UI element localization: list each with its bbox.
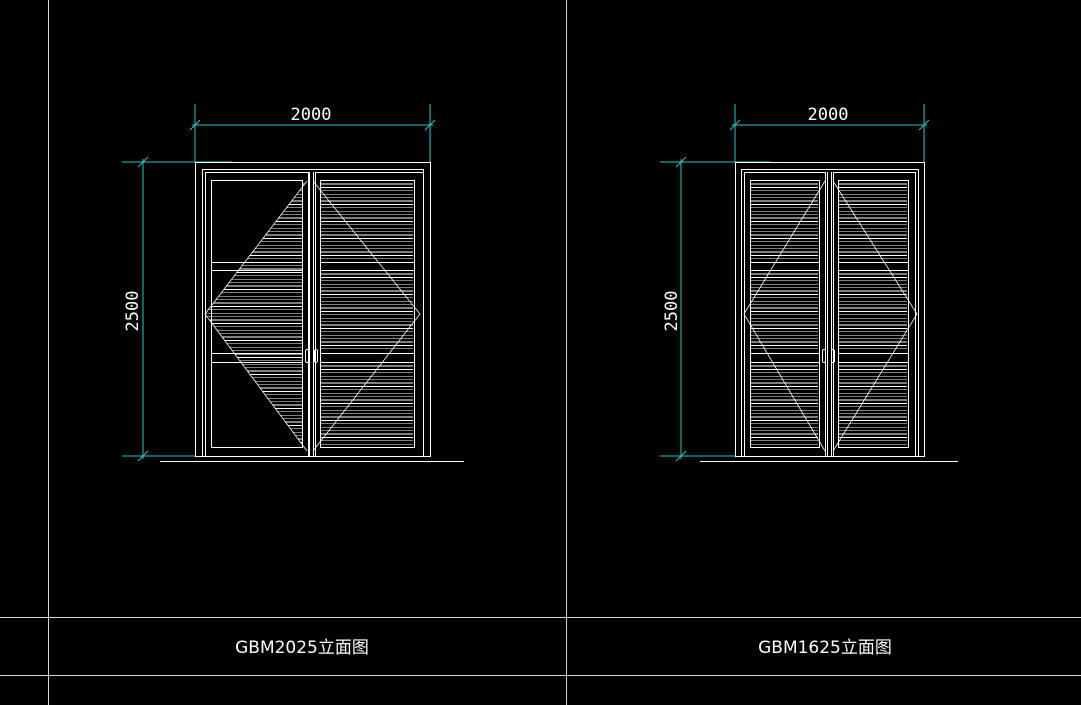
height-dimension-text: 2500 xyxy=(123,291,143,332)
door-handles xyxy=(822,349,835,363)
louver-slats xyxy=(839,183,907,445)
drawing-caption-gbm1625: GBM1625立面图 xyxy=(758,638,892,658)
height-dimension: 2500 xyxy=(660,156,770,462)
inner-door-frame xyxy=(741,169,919,457)
right-louver-leaf xyxy=(833,172,916,457)
width-dimension-text: 2000 xyxy=(808,105,849,125)
left-louver-leaf xyxy=(744,172,826,457)
louver-slats-overlay xyxy=(205,183,305,447)
louver-slats xyxy=(751,183,818,445)
louver-slats xyxy=(321,183,413,445)
height-dimension: 2500 xyxy=(122,156,232,462)
left-glass-leaf xyxy=(205,172,309,457)
outer-door-frame xyxy=(735,162,925,457)
height-dimension-text: 2500 xyxy=(662,291,682,332)
elevation-gbm1625: 2000 2500 xyxy=(660,104,958,462)
width-dimension: 2000 xyxy=(189,104,436,162)
width-dimension-text: 2000 xyxy=(291,105,332,125)
door-handles xyxy=(305,349,318,363)
right-louver-leaf xyxy=(315,172,424,457)
drawing-caption-gbm2025: GBM2025立面图 xyxy=(235,638,369,658)
width-dimension: 2000 xyxy=(729,104,930,162)
swing-lines xyxy=(743,172,918,456)
elevation-gbm2025: 2000 2500 xyxy=(122,104,464,462)
